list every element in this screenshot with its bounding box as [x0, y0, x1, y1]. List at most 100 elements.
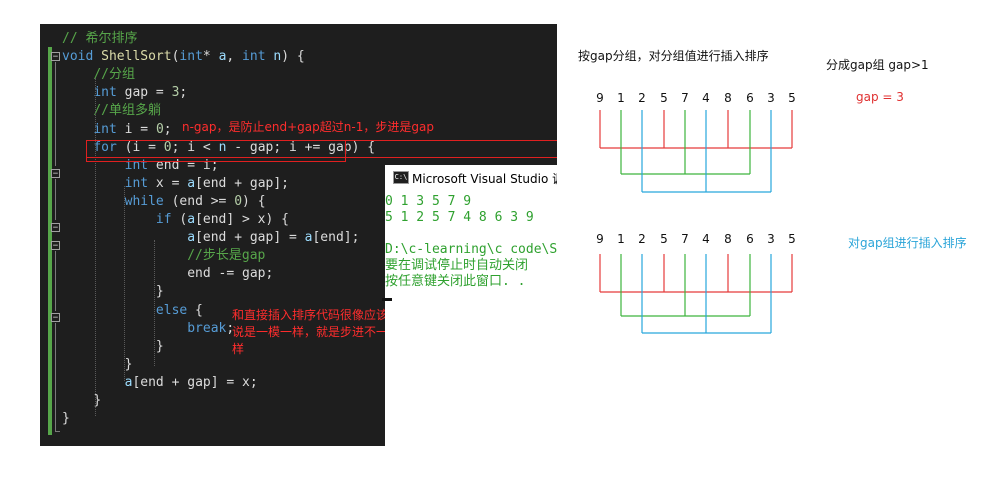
code-line: void ShellSort(int* a, int n) {	[62, 48, 305, 66]
fold-line	[55, 323, 56, 431]
array-digit: 3	[767, 91, 775, 105]
code-token: int	[93, 85, 117, 101]
code-token: void	[62, 49, 102, 65]
diagram-subheading: 分成gap组 gap>1	[826, 58, 929, 72]
code-line: // 希尔排序	[62, 30, 137, 48]
fold-end-tick	[55, 431, 60, 432]
code-line: }	[62, 338, 164, 356]
console-output-line: D:\c-learning\c code\S	[385, 242, 557, 257]
array-digit: 3	[767, 232, 775, 246]
code-token: (	[171, 49, 180, 65]
group-1-connector	[599, 110, 793, 149]
fold-toggle-if[interactable]: −	[51, 241, 60, 251]
array-digit: 1	[617, 232, 625, 246]
code-token: ;	[179, 85, 188, 101]
code-token: ; i <	[171, 139, 219, 155]
fold-line	[55, 62, 56, 166]
sort-label: 对gap组进行插入排序	[848, 236, 967, 250]
code-token: [end];	[312, 230, 360, 246]
code-token: gap =	[116, 85, 172, 101]
fold-toggle-while[interactable]: −	[51, 223, 60, 233]
fold-line	[55, 179, 56, 220]
code-token: //分组	[93, 67, 135, 83]
array-digit: 8	[724, 232, 732, 246]
fold-toggle-else[interactable]: −	[51, 313, 60, 323]
code-token: (i =	[116, 139, 164, 155]
group-2-connector-sorted	[620, 254, 751, 317]
group-3-connector-sorted	[641, 254, 772, 334]
code-line: if (a[end] > x) {	[62, 211, 289, 229]
indent-guide	[124, 186, 125, 381]
group-1-connector-sorted	[599, 254, 793, 293]
code-line: }	[62, 283, 164, 301]
code-line: for (i = 0; i < n - gap; i += gap) {	[62, 139, 375, 157]
console-cursor	[382, 298, 392, 301]
array-digit: 7	[681, 91, 689, 105]
annotation-insertion-note-2: 说是一模一样，就是步进不一	[232, 325, 389, 339]
code-line: while (end >= 0) {	[62, 193, 266, 211]
code-token: n	[273, 49, 282, 65]
code-token: ;	[226, 320, 235, 336]
indent-guide	[95, 78, 96, 416]
code-line: end -= gap;	[62, 265, 273, 283]
code-token: }	[155, 284, 164, 300]
console-output-line: 0 1 3 5 7 9	[385, 194, 472, 209]
array-digit: 1	[617, 91, 625, 105]
code-token: a	[304, 230, 313, 246]
code-token: *	[202, 49, 219, 65]
array-digit: 6	[746, 232, 754, 246]
code-token: (end >=	[163, 193, 235, 209]
annotation-insertion-note-1: 和直接插入排序代码很像应该	[232, 308, 389, 322]
code-token: for	[93, 139, 117, 155]
console-title: Microsoft Visual Studio 调	[412, 172, 557, 186]
code-token: ;	[163, 121, 172, 137]
code-token: 3	[171, 85, 180, 101]
code-token: a	[187, 212, 196, 227]
code-token: x =	[148, 175, 188, 191]
code-token: ) {	[242, 193, 266, 209]
console-output-line: 按任意键关闭此窗口. .	[385, 274, 526, 289]
code-token: a	[187, 230, 196, 246]
group-2-connector	[620, 110, 751, 175]
indent-guide	[154, 240, 155, 366]
code-token: ShellSort	[101, 49, 172, 65]
array-digit: 9	[596, 91, 604, 105]
code-token: 0	[234, 193, 243, 209]
code-token: int	[93, 121, 117, 137]
diagram-heading: 按gap分组，对分组值进行插入排序	[578, 49, 769, 63]
array-digit: 5	[788, 91, 796, 105]
code-line: //分组	[62, 66, 135, 84]
code-token: ) {	[281, 49, 305, 65]
code-token: i =	[116, 121, 156, 137]
code-token: if	[155, 212, 172, 227]
console-window[interactable]: C:\ Microsoft Visual Studio 调 0 1 3 5 7 …	[385, 165, 557, 446]
array-digit: 8	[724, 91, 732, 105]
fold-toggle-function[interactable]: −	[51, 52, 60, 62]
code-line: int gap = 3;	[62, 84, 187, 102]
code-line: }	[62, 392, 101, 410]
fold-line	[55, 251, 56, 311]
annotation-insertion-note-3: 样	[232, 342, 245, 356]
code-token: break	[187, 320, 227, 336]
code-token: //步长是gap	[187, 248, 266, 264]
console-app-icon: C:\	[393, 171, 409, 184]
fold-toggle-for[interactable]: −	[51, 169, 60, 179]
gap-label: gap = 3	[856, 90, 904, 104]
group-3-connector	[641, 110, 772, 193]
console-titlebar[interactable]: C:\ Microsoft Visual Studio 调	[385, 165, 557, 192]
code-line: int i = 0;	[62, 121, 172, 139]
code-line: int x = a[end + gap];	[62, 175, 289, 193]
console-output-line: 要在调试停止时自动关闭	[385, 258, 529, 273]
array-digit: 4	[702, 91, 710, 105]
console-output-line: 5 1 2 5 7 4 8 6 3 9	[385, 210, 534, 225]
array-digit: 4	[702, 232, 710, 246]
code-token: (	[171, 212, 188, 227]
code-line: else {	[62, 302, 203, 320]
change-margin-bar	[48, 47, 52, 435]
code-line: break;	[62, 320, 234, 338]
highlight-box-for-line	[86, 140, 346, 162]
code-token: }	[62, 411, 70, 427]
code-token: 0	[155, 121, 164, 137]
code-line: }	[62, 410, 70, 428]
code-line: a[end + gap] = a[end];	[62, 229, 359, 247]
